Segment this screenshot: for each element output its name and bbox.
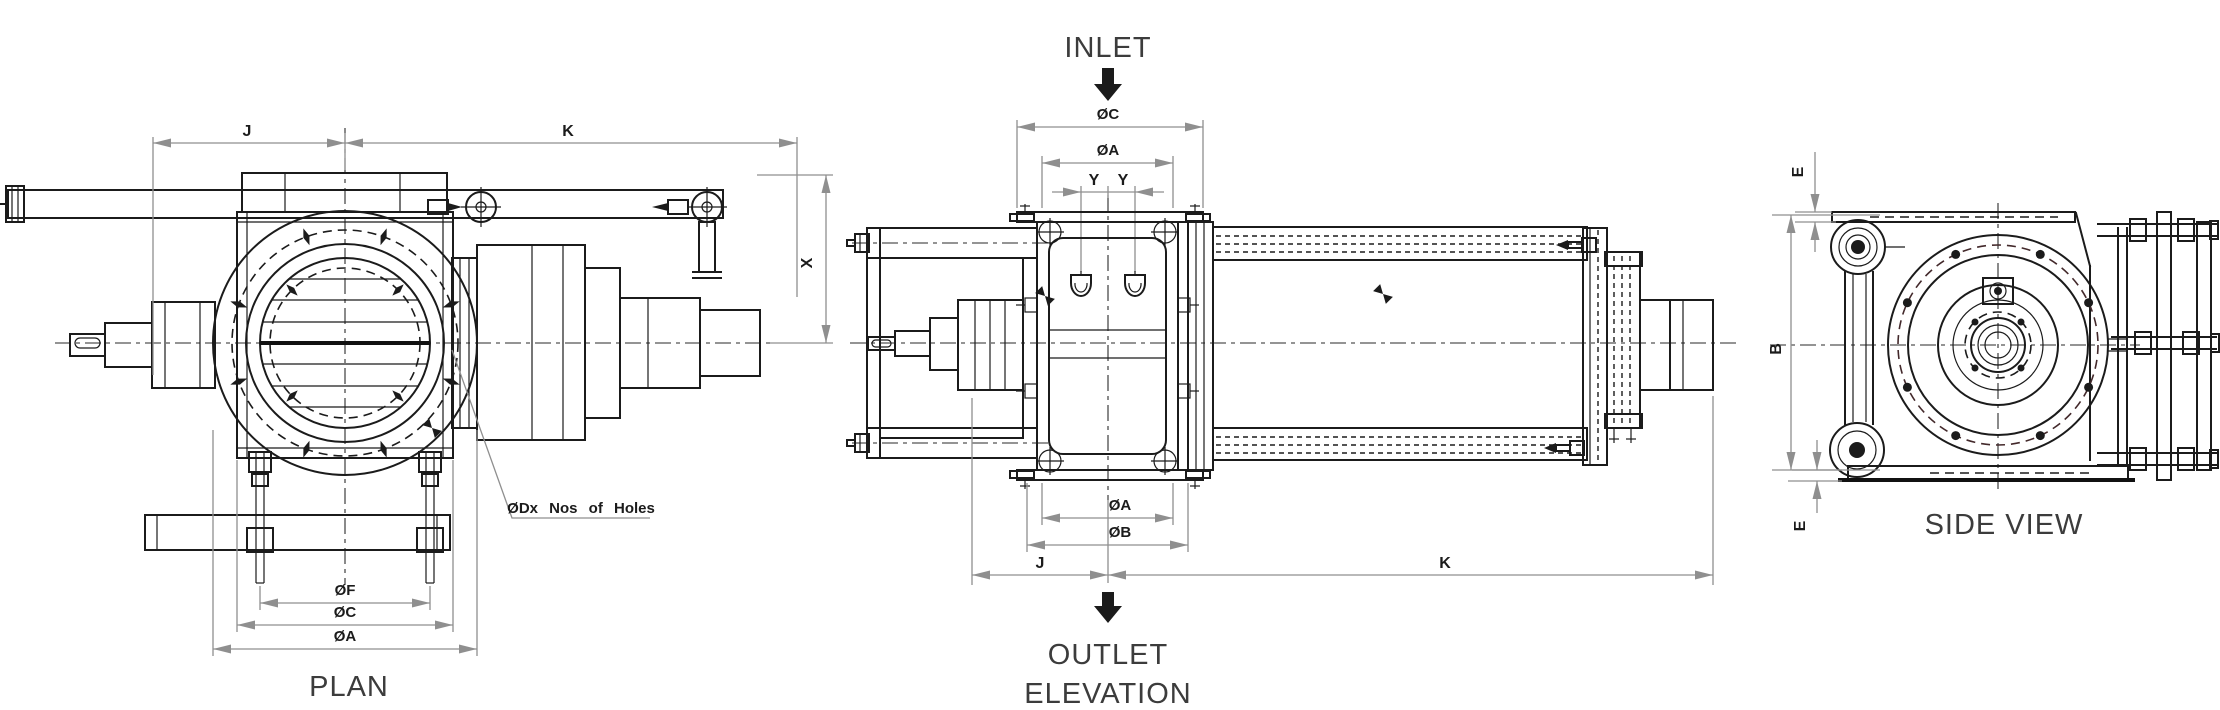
elevation-drive-train: [1187, 221, 1714, 471]
plan-section-mark: [422, 418, 442, 438]
plan-dim-A: ØA: [334, 628, 357, 645]
elevation-section-mark-right: [1373, 284, 1393, 304]
elevation-outlet-label: OUTLET: [1048, 639, 1168, 671]
side-housing: [1829, 211, 2212, 482]
outlet-arrow-icon: [1094, 592, 1122, 623]
plan-dim-F: ØF: [335, 582, 356, 599]
plan-anchor-bolt-right: [416, 451, 444, 584]
side-dim-B: B: [1768, 343, 1785, 355]
plan-shaft: [69, 301, 216, 389]
side-dim-E-bottom: E: [1792, 520, 1809, 531]
plan-view: J K X ØF ØC ØA ØDx Nos of Holes PLAN: [0, 123, 833, 703]
plan-torque-arm: [0, 185, 727, 279]
side-stud-bolts: [2097, 218, 2220, 471]
plan-anchor-bolt-left: [246, 451, 274, 584]
side-view-title: SIDE VIEW: [1925, 509, 2084, 541]
plan-rotor-vanes: [260, 278, 430, 408]
side-stud-bolt-middle: [2111, 331, 2220, 355]
elevation-anchor-bolt-right: [1124, 271, 1146, 298]
elevation-top-dimensions: ØC ØA Y Y: [1016, 106, 1204, 272]
plan-dim-X: X: [799, 257, 816, 268]
side-view: B E E SIDE VIEW: [1768, 152, 2220, 541]
inlet-arrow-icon: [1094, 68, 1122, 101]
side-stud-bolt-top: [2097, 218, 2219, 242]
plan-drive-blocks: [451, 244, 761, 441]
plan-arm-bolt-right: [652, 199, 689, 215]
plan-mounting-bracket: [144, 451, 451, 584]
elevation-dim-C: ØC: [1097, 106, 1120, 123]
plan-title: PLAN: [309, 671, 389, 703]
elevation-bottom-dimensions: ØA ØB J K: [971, 396, 1714, 585]
plan-dim-J: J: [243, 123, 252, 140]
side-bolt-circle: [1897, 244, 2099, 446]
elevation-housing: [1009, 204, 1393, 489]
elevation-title: ELEVATION: [1024, 678, 1191, 710]
plan-arm-hanger: [698, 221, 716, 273]
plan-dim-K: K: [562, 123, 574, 140]
plan-housing: [212, 210, 478, 476]
elevation-dim-A-bottom: ØA: [1109, 497, 1132, 514]
elevation-dim-A-top: ØA: [1097, 142, 1120, 159]
plan-bolt-circle: [231, 229, 459, 457]
plan-holes-note: ØDx Nos of Holes: [507, 500, 655, 517]
side-dim-E-top: E: [1790, 166, 1807, 177]
plan-holes-leader: [451, 349, 650, 519]
elevation-anchor-bolt-left: [1070, 271, 1092, 298]
elevation-dim-J: J: [1036, 555, 1045, 572]
elevation-dim-K: K: [1439, 555, 1451, 572]
elevation-view: INLET ØC ØA Y Y: [846, 32, 1740, 710]
plan-dim-C: ØC: [334, 604, 357, 621]
plan-dimensions: J K X ØF ØC ØA ØDx Nos of Holes: [152, 123, 833, 656]
side-bolt-dots: [1902, 249, 2094, 441]
elevation-dim-Y2: Y: [1118, 172, 1129, 189]
side-flange-circles: [1887, 234, 2128, 456]
plan-shaft-keyway: [74, 337, 101, 349]
elevation-dim-B: ØB: [1109, 524, 1132, 541]
side-dimensions: B E E: [1768, 152, 1880, 531]
elevation-left-body: [846, 227, 1038, 459]
elevation-inlet-label: INLET: [1064, 32, 1151, 64]
elevation-shaft-keyway: [871, 339, 892, 348]
side-top-bracket: [1982, 277, 2014, 305]
elevation-section-mark-left: [1035, 286, 1055, 306]
elevation-dim-Y1: Y: [1089, 172, 1100, 189]
elevation-rail-bolt-top: [1556, 237, 1597, 253]
side-stud-bolt-bottom: [2097, 447, 2219, 471]
